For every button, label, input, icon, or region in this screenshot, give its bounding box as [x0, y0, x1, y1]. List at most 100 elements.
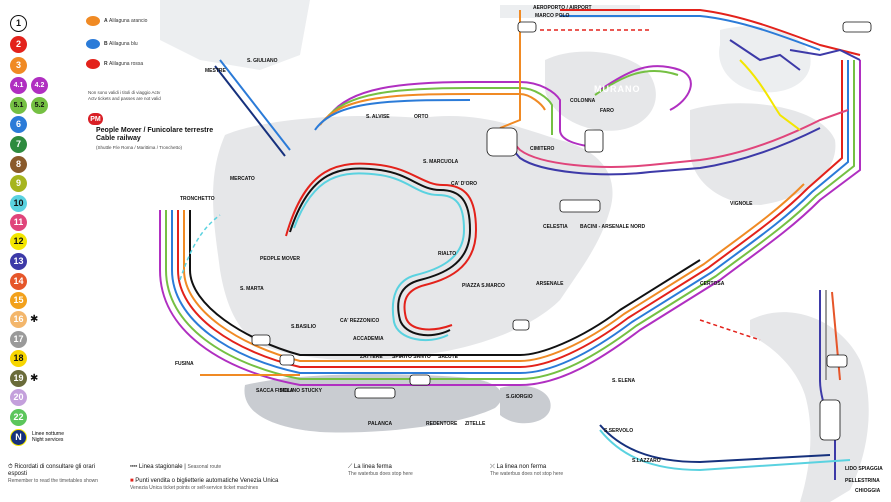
stop-rialto: RIALTO: [438, 251, 456, 257]
stop-marco-polo: MARCO POLO: [535, 13, 570, 19]
line-badge-secondary: 4.2: [31, 76, 48, 94]
stop-lido-spiaggia: LIDO SPIAGGIA: [845, 466, 883, 472]
stop-ca-doro: CA' D'ORO: [451, 181, 477, 187]
line-badge: 1: [10, 14, 27, 32]
stop-s-giorgio: S.GIORGIO: [506, 394, 533, 400]
legend-line-12: 12: [10, 232, 27, 250]
boat-icon: [86, 39, 100, 49]
line-badge: 11: [10, 213, 27, 231]
stop-mercato: MERCATO: [230, 176, 255, 182]
stopwatch-icon: ⏱: [8, 464, 13, 470]
stop-pellestrina: PELLESTRINA: [845, 478, 880, 484]
legend-line-8: 8: [10, 155, 27, 173]
stop-bacini: BACINI - ARSENALE NORD: [580, 224, 645, 230]
legend-line-4: 4.1 4.2: [10, 76, 48, 94]
north-routes: [314, 9, 861, 176]
legend-line-22: 22: [10, 408, 27, 426]
night-sub: Night services: [32, 437, 64, 443]
legend-line-10: 10: [10, 194, 27, 212]
line-badge: 17: [10, 330, 27, 348]
no-stop-icon: ⤫: [490, 464, 495, 470]
ticket-note: Non sono validi i titoli di viaggio Actv: [88, 90, 161, 95]
mestre-routes: [214, 59, 291, 157]
line-badge: N: [10, 428, 27, 446]
stop-chioggia: CHIOGGIA: [855, 488, 881, 494]
legend-line-7: 7: [10, 135, 27, 153]
legend-line-1: 1: [10, 14, 27, 32]
ticket-legend: ■ Punti vendita o biglietterie automatic…: [130, 478, 279, 491]
stop-orto: ORTO: [414, 114, 428, 120]
legend-line-11: 11: [10, 213, 27, 231]
stop-ca-rezzonico: CA' REZZONICO: [340, 318, 379, 324]
ticket-note-en: Actv tickets and passes are not valid: [88, 96, 161, 101]
legend-line-20: 20: [10, 388, 27, 406]
stop-s-servolo: S.SERVOLO: [604, 428, 633, 434]
stop-tronchetto: TRONCHETTO: [180, 196, 215, 202]
lido-island: [750, 312, 869, 502]
stop-s-alvise: S. ALVISE: [366, 114, 390, 120]
line-badge: 6: [10, 115, 27, 133]
seasonal-star-icon: ✱: [30, 313, 39, 325]
line-badge: 3: [10, 56, 27, 74]
alilaguna-label: Alilaguna arancio: [109, 18, 148, 24]
legend-line-9: 9: [10, 174, 27, 192]
legend-line-2: 2: [10, 35, 27, 53]
line-badge: 12: [10, 232, 27, 250]
stop-cimitero: CIMITERO: [530, 146, 555, 152]
stop-zattere: ZATTERE: [360, 354, 383, 360]
stop-faro: FARO: [600, 108, 614, 114]
mestre-land: [160, 0, 310, 70]
stop-s-elena: S. ELENA: [612, 378, 635, 384]
seasonal-legend: ╍╍ Linea stagionale | Seasonal route: [130, 464, 222, 470]
line-badge: 22: [10, 408, 27, 426]
dash-icon: ╍╍: [130, 464, 138, 470]
alilaguna-code: B: [104, 41, 108, 47]
legend-line-13: 13: [10, 252, 27, 270]
legend-line-16: 16✱: [10, 310, 38, 328]
alilaguna-code: R: [104, 61, 108, 67]
stop-palanca: PALANCA: [368, 421, 392, 427]
alilaguna-blu: B Alilaguna blu: [86, 39, 138, 49]
stop-mestre: MESTRE: [205, 68, 227, 74]
airport-land: [500, 5, 640, 18]
stop-arsenale: ARSENALE: [536, 281, 564, 287]
stop-pills: [251, 21, 872, 441]
stop-molino-stucky: MOLINO STUCKY: [280, 388, 323, 394]
stop-s-giuliano: S. GIULIANO: [247, 58, 278, 64]
seasonal-star-icon: ✱: [30, 372, 39, 384]
stop-piazza-s-marco: PIAZZA S.MARCO: [462, 283, 505, 289]
line-badge: 5.1: [10, 96, 27, 114]
stop-colonna: COLONNA: [570, 98, 596, 104]
line-badge: 4.1: [10, 76, 27, 94]
line-badge: 18: [10, 349, 27, 367]
stop-certosa: CERTOSA: [700, 281, 725, 287]
stop-redentore: REDENTORE: [426, 421, 458, 427]
stop-spirito-santo: SPIRITO SANTO: [392, 354, 431, 360]
legend-line-N: N Linee notturne Night services: [10, 428, 64, 446]
seasonal-routes: [179, 29, 761, 341]
line-badge-secondary: 5.2: [31, 96, 48, 114]
stop-celestia: CELESTIA: [543, 224, 568, 230]
venice-island: [213, 115, 613, 361]
grand-canal-lines: [285, 162, 478, 342]
boat-icon: [86, 16, 100, 26]
line-badge: 8: [10, 155, 27, 173]
line-badge: 10: [10, 194, 27, 212]
legend-line-5: 5.1 5.2: [10, 96, 48, 114]
line-badge: 9: [10, 174, 27, 192]
line-badge: 19: [10, 369, 27, 387]
giudecca-island: [244, 374, 502, 433]
stop-fusina: FUSINA: [175, 361, 194, 367]
alilaguna-code: A: [104, 18, 108, 24]
ticket-icon: ■: [130, 478, 134, 484]
stop-zitelle: ZITELLE: [465, 421, 486, 427]
stop-sacca-fisola: SACCA FISOLA: [256, 388, 294, 394]
label-murano: MURANO: [594, 84, 641, 94]
legend: 1 2 3 4.1 4.2 5.1 5.2 6 7 8 9 10 11 12 1…: [0, 0, 120, 502]
line-badge: 14: [10, 272, 27, 290]
legend-line-3: 3: [10, 56, 27, 74]
line-badge: 7: [10, 135, 27, 153]
